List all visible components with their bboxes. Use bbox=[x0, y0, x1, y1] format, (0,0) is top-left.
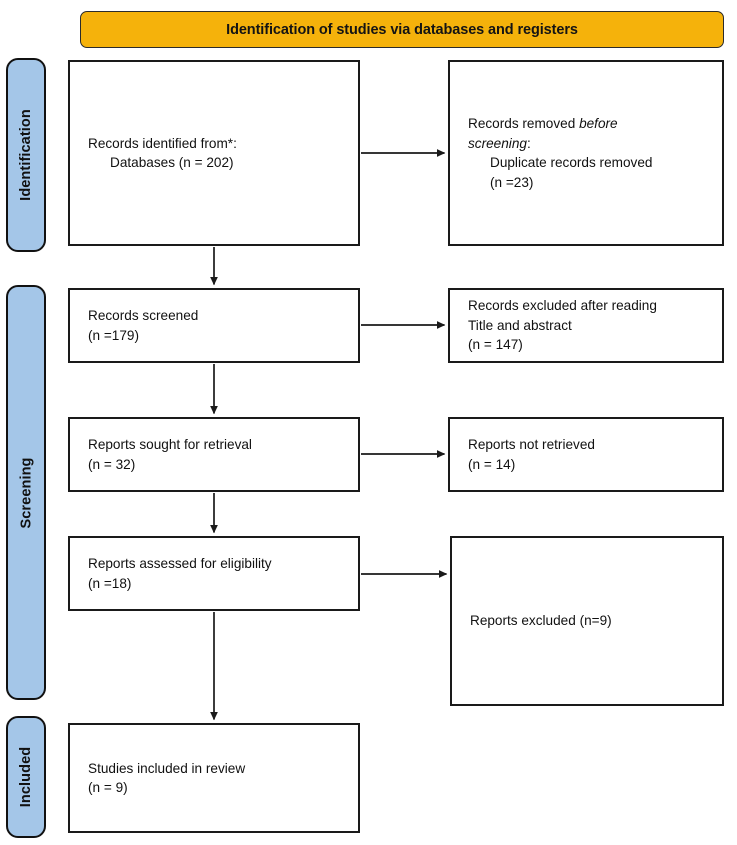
phase-tab-identification-label: Identification bbox=[18, 109, 34, 201]
box-reports-sought: Reports sought for retrieval (n = 32) bbox=[68, 417, 360, 492]
box-records-removed-line-2: screening: bbox=[468, 135, 531, 151]
phase-tab-screening: Screening bbox=[6, 285, 46, 700]
diagram-title: Identification of studies via databases … bbox=[226, 21, 578, 38]
diagram-title-banner: Identification of studies via databases … bbox=[80, 11, 724, 48]
box-records-identified-line-2: Databases (n = 202) bbox=[110, 155, 234, 170]
box-records-screened: Records screened (n =179) bbox=[68, 288, 360, 363]
box-reports-not-retrieved: Reports not retrieved (n = 14) bbox=[448, 417, 724, 492]
box-records-identified: Records identified from*: Databases (n =… bbox=[68, 60, 360, 246]
box-reports-assessed-eligibility: Reports assessed for eligibility (n =18) bbox=[68, 536, 360, 611]
phase-tab-included-label: Included bbox=[18, 746, 35, 808]
box-records-removed-line-1: Records removed before bbox=[468, 116, 618, 131]
box-studies-included-line-1: Studies included in review bbox=[88, 760, 246, 776]
phase-tab-included: Included bbox=[6, 716, 46, 838]
box-reports-not-retrieved-line-1: Reports not retrieved bbox=[468, 437, 595, 452]
phase-tab-screening-label: Screening bbox=[18, 456, 35, 529]
box-records-screened-line-1: Records screened bbox=[88, 308, 199, 323]
box-records-excluded-screening-line-2: Title and abstract bbox=[468, 317, 572, 333]
box-records-excluded-screening-line-3: (n = 147) bbox=[468, 337, 523, 353]
box-reports-sought-line-1: Reports sought for retrieval bbox=[88, 437, 252, 452]
box-records-removed-line-4: (n =23) bbox=[490, 174, 534, 190]
box-reports-assessed-eligibility-line-2: (n =18) bbox=[88, 575, 132, 591]
box-records-identified-line-1: Records identified from*: bbox=[88, 135, 237, 151]
box-reports-excluded: Reports excluded (n=9) bbox=[450, 536, 724, 706]
box-studies-included-line-2: (n = 9) bbox=[88, 780, 128, 795]
box-records-removed: Records removed before screening: Duplic… bbox=[448, 60, 724, 246]
box-reports-excluded-line-1: Reports excluded (n=9) bbox=[470, 613, 612, 629]
box-studies-included: Studies included in review (n = 9) bbox=[68, 723, 360, 833]
box-records-excluded-screening: Records excluded after reading Title and… bbox=[448, 288, 724, 363]
box-records-excluded-screening-line-1: Records excluded after reading bbox=[468, 298, 657, 314]
box-reports-sought-line-2: (n = 32) bbox=[88, 456, 136, 472]
box-records-screened-line-2: (n =179) bbox=[88, 327, 140, 343]
phase-tab-identification: Identification bbox=[6, 58, 46, 252]
box-reports-not-retrieved-line-2: (n = 14) bbox=[468, 456, 516, 472]
box-records-removed-line-3: Duplicate records removed bbox=[490, 155, 653, 170]
box-reports-assessed-eligibility-line-1: Reports assessed for eligibility bbox=[88, 556, 272, 571]
